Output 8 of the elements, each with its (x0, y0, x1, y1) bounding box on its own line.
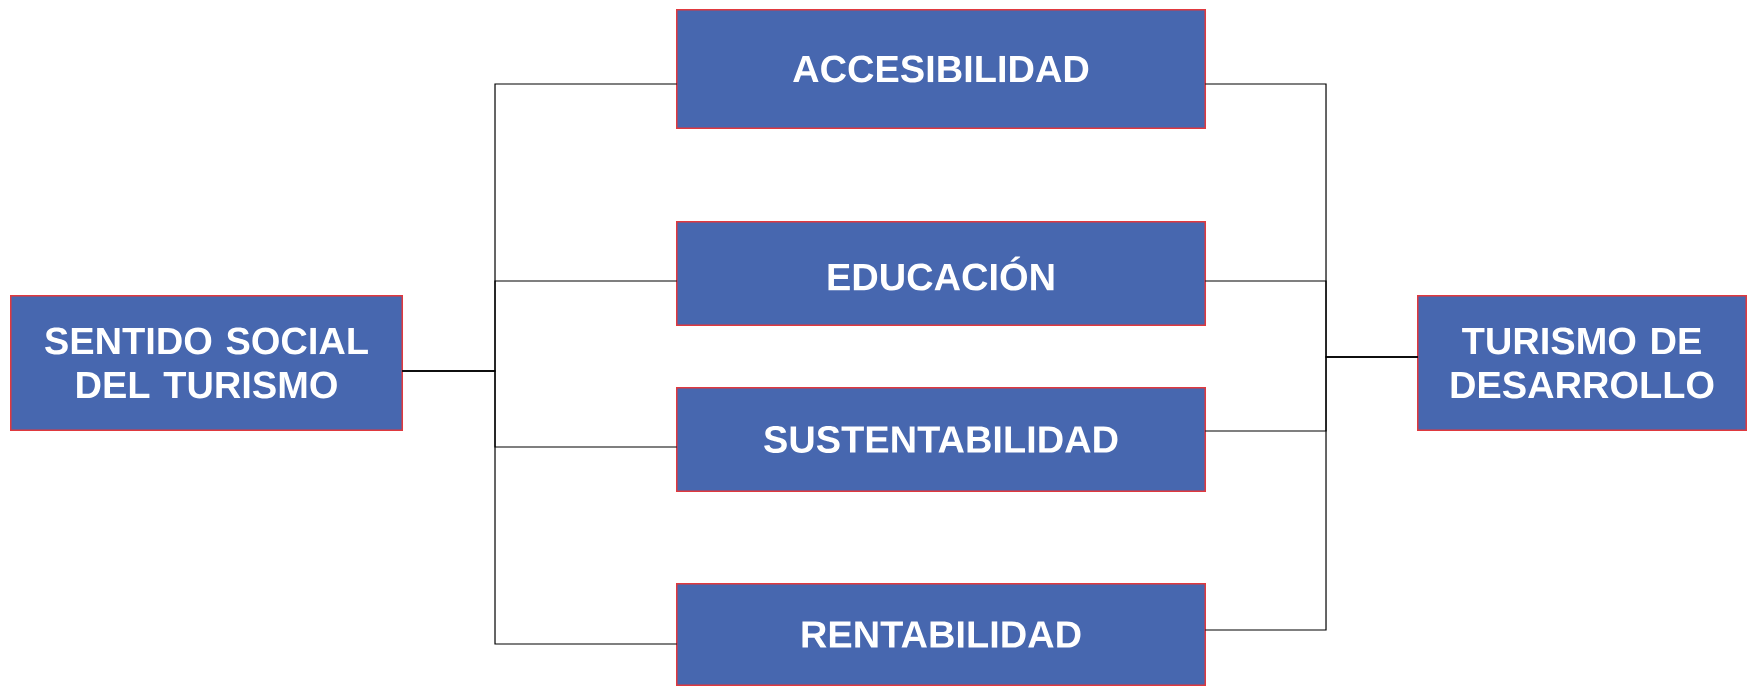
process-box: SENTIDO SOCIAL DEL TURISMO (10, 295, 403, 431)
process-box: SUSTENTABILIDAD (676, 387, 1206, 492)
process-box: ACCESIBILIDAD (676, 9, 1206, 129)
process-box: EDUCACIÓN (676, 221, 1206, 326)
process-box: TURISMO DE DESARROLLO (1417, 295, 1747, 431)
connector-line (1204, 356, 1419, 631)
process-box: RENTABILIDAD (676, 583, 1206, 686)
connector-line (401, 370, 678, 645)
